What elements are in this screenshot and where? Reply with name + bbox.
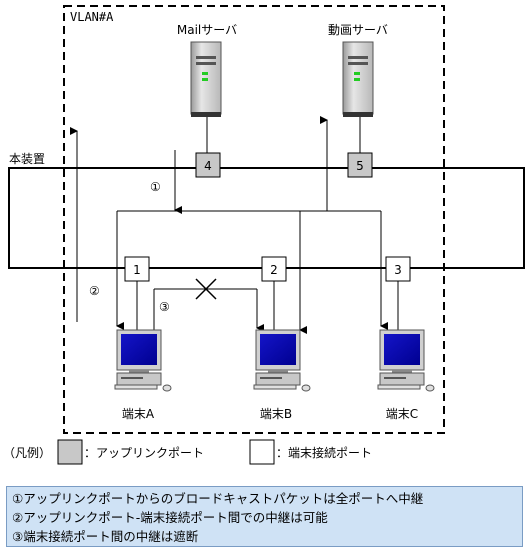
svg-text:2: 2 [270, 263, 278, 277]
terminal-name: 端末B [260, 407, 292, 421]
server-name: 動画サーバ [328, 23, 388, 37]
svg-text:1: 1 [133, 263, 141, 277]
legend-title: （凡例） [3, 446, 51, 460]
legend-uplink-label: ：アップリンクポート [84, 446, 204, 460]
note-1: ①アップリンクポートからのブロードキャストパケットは全ポートへ中継 [12, 491, 424, 506]
terminal-port-3: 3 [385, 256, 411, 282]
terminal-b: 端末B [253, 329, 311, 421]
computer-icon [377, 329, 435, 392]
device-body [8, 167, 525, 269]
svg-text:3: 3 [394, 263, 402, 277]
uplink-port-5: 5 [347, 152, 373, 178]
mail-server: Mailサーバ [177, 23, 237, 117]
flow-3-label: ③ [159, 300, 170, 314]
flow-1-label: ① [150, 180, 161, 194]
computer-icon [253, 329, 311, 392]
uplink-port-4: 4 [195, 152, 221, 178]
terminal-name: 端末C [386, 407, 418, 421]
video-server: 動画サーバ [328, 23, 388, 117]
vlan-boundary [63, 5, 445, 434]
legend-terminal-label: ：端末接続ポート [276, 445, 372, 460]
terminal-port-1: 1 [124, 256, 150, 282]
legend-uplink-swatch [57, 439, 83, 465]
svg-text:5: 5 [356, 159, 364, 173]
server-name: Mailサーバ [177, 23, 237, 37]
device-label: 本装置 [9, 152, 45, 166]
flow-2-label: ② [89, 284, 100, 298]
svg-text:4: 4 [204, 159, 212, 173]
block-x-icon [195, 278, 217, 300]
vlan-label: VLAN#A [70, 10, 114, 24]
legend-terminal-swatch [249, 439, 275, 465]
note-3: ③端末接続ポート間の中継は遮断 [12, 529, 199, 544]
terminal-name: 端末A [122, 407, 155, 421]
note-2: ②アップリンクポート-端末接続ポート間での中継は可能 [12, 510, 328, 525]
terminal-port-2: 2 [261, 256, 287, 282]
notes-box: ①アップリンクポートからのブロードキャストパケットは全ポートへ中継 ②アップリン… [6, 486, 523, 547]
terminal-a: 端末A [114, 329, 172, 421]
terminal-c: 端末C [377, 329, 435, 421]
computer-icon [114, 329, 172, 392]
